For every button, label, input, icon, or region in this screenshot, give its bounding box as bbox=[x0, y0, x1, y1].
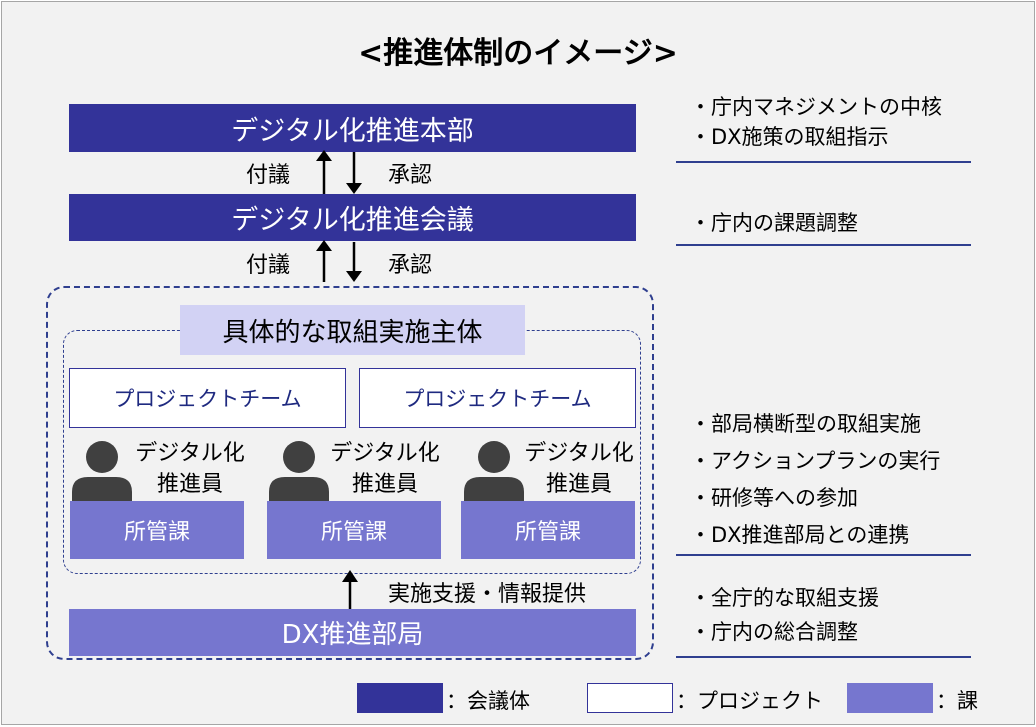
implementer-note-2: ・アクションプランの実行 bbox=[690, 449, 941, 473]
hq-note-2: ・DX施策の取組指示 bbox=[690, 125, 889, 149]
hq-note-1: ・庁内マネジメントの中核 bbox=[690, 95, 942, 119]
approval-arrows-1 bbox=[316, 150, 362, 194]
section-box-1: 所管課 bbox=[70, 501, 244, 559]
implementer-note-3: ・研修等への参加 bbox=[690, 486, 858, 510]
approval-arrows-2 bbox=[316, 240, 362, 282]
section-box-2: 所管課 bbox=[267, 501, 441, 559]
support-arrow bbox=[342, 570, 358, 610]
member-3-title-line2: 推進員 bbox=[545, 472, 612, 497]
council-box: デジタル化推進会議 bbox=[69, 194, 636, 241]
dx-note-2: ・庁内の総合調整 bbox=[690, 620, 858, 644]
headquarters-box: デジタル化推進本部 bbox=[69, 104, 636, 152]
diagram-title: <推進体制のイメージ> bbox=[358, 36, 678, 71]
approve-label-2: 承認 bbox=[388, 253, 433, 278]
implementer-notes: ・部局横断型の取組実施 ・アクションプランの実行 ・研修等への参加 ・DX推進部… bbox=[690, 406, 940, 554]
divider-line bbox=[676, 161, 971, 163]
implementers-outer-boundary bbox=[46, 286, 654, 660]
legend-section-swatch bbox=[847, 683, 933, 713]
member-1-title-line2: 推進員 bbox=[156, 472, 223, 497]
submit-label-2: 付議 bbox=[246, 253, 291, 278]
project-team-2: プロジェクトチーム bbox=[359, 368, 636, 428]
divider-line bbox=[676, 554, 971, 556]
approve-label-1: 承認 bbox=[388, 163, 433, 188]
section-box-3: 所管課 bbox=[461, 501, 635, 559]
member-3-title: デジタル化 推進員 bbox=[514, 438, 644, 500]
legend-section-label: ：課 bbox=[936, 689, 978, 713]
member-1-title: デジタル化 推進員 bbox=[125, 438, 255, 500]
legend-meeting-label: ：会議体 bbox=[446, 689, 530, 713]
member-2-title-line1: デジタル化 bbox=[330, 441, 440, 466]
member-2-title-line2: 推進員 bbox=[351, 472, 418, 497]
project-team-1: プロジェクトチーム bbox=[69, 368, 346, 428]
dx-notes: ・全庁的な取組支援 ・庁内の総合調整 bbox=[690, 581, 879, 649]
member-1-title-line1: デジタル化 bbox=[135, 441, 245, 466]
council-notes: ・庁内の課題調整 bbox=[690, 208, 858, 238]
implementer-note-4: ・DX推進部局との連携 bbox=[690, 523, 910, 547]
member-3-title-line1: デジタル化 bbox=[524, 441, 634, 466]
implementation-body-label: 具体的な取組実施主体 bbox=[180, 305, 525, 355]
divider-line bbox=[676, 656, 971, 658]
person-icon bbox=[269, 441, 329, 504]
divider-line bbox=[676, 244, 971, 246]
submit-label-1: 付議 bbox=[246, 163, 291, 188]
person-icon bbox=[72, 441, 132, 504]
legend-project-label: ：プロジェクト bbox=[676, 689, 823, 713]
dx-note-1: ・全庁的な取組支援 bbox=[690, 586, 879, 610]
legend-project-swatch bbox=[587, 683, 673, 713]
council-note-1: ・庁内の課題調整 bbox=[690, 211, 858, 235]
support-label: 実施支援・情報提供 bbox=[388, 582, 587, 607]
hq-notes: ・庁内マネジメントの中核 ・DX施策の取組指示 bbox=[690, 92, 942, 152]
person-icon bbox=[464, 441, 524, 504]
member-2-title: デジタル化 推進員 bbox=[320, 438, 450, 500]
implementer-note-1: ・部局横断型の取組実施 bbox=[690, 412, 921, 436]
dx-bureau-box: DX推進部局 bbox=[69, 609, 636, 656]
legend-meeting-swatch bbox=[357, 683, 443, 713]
